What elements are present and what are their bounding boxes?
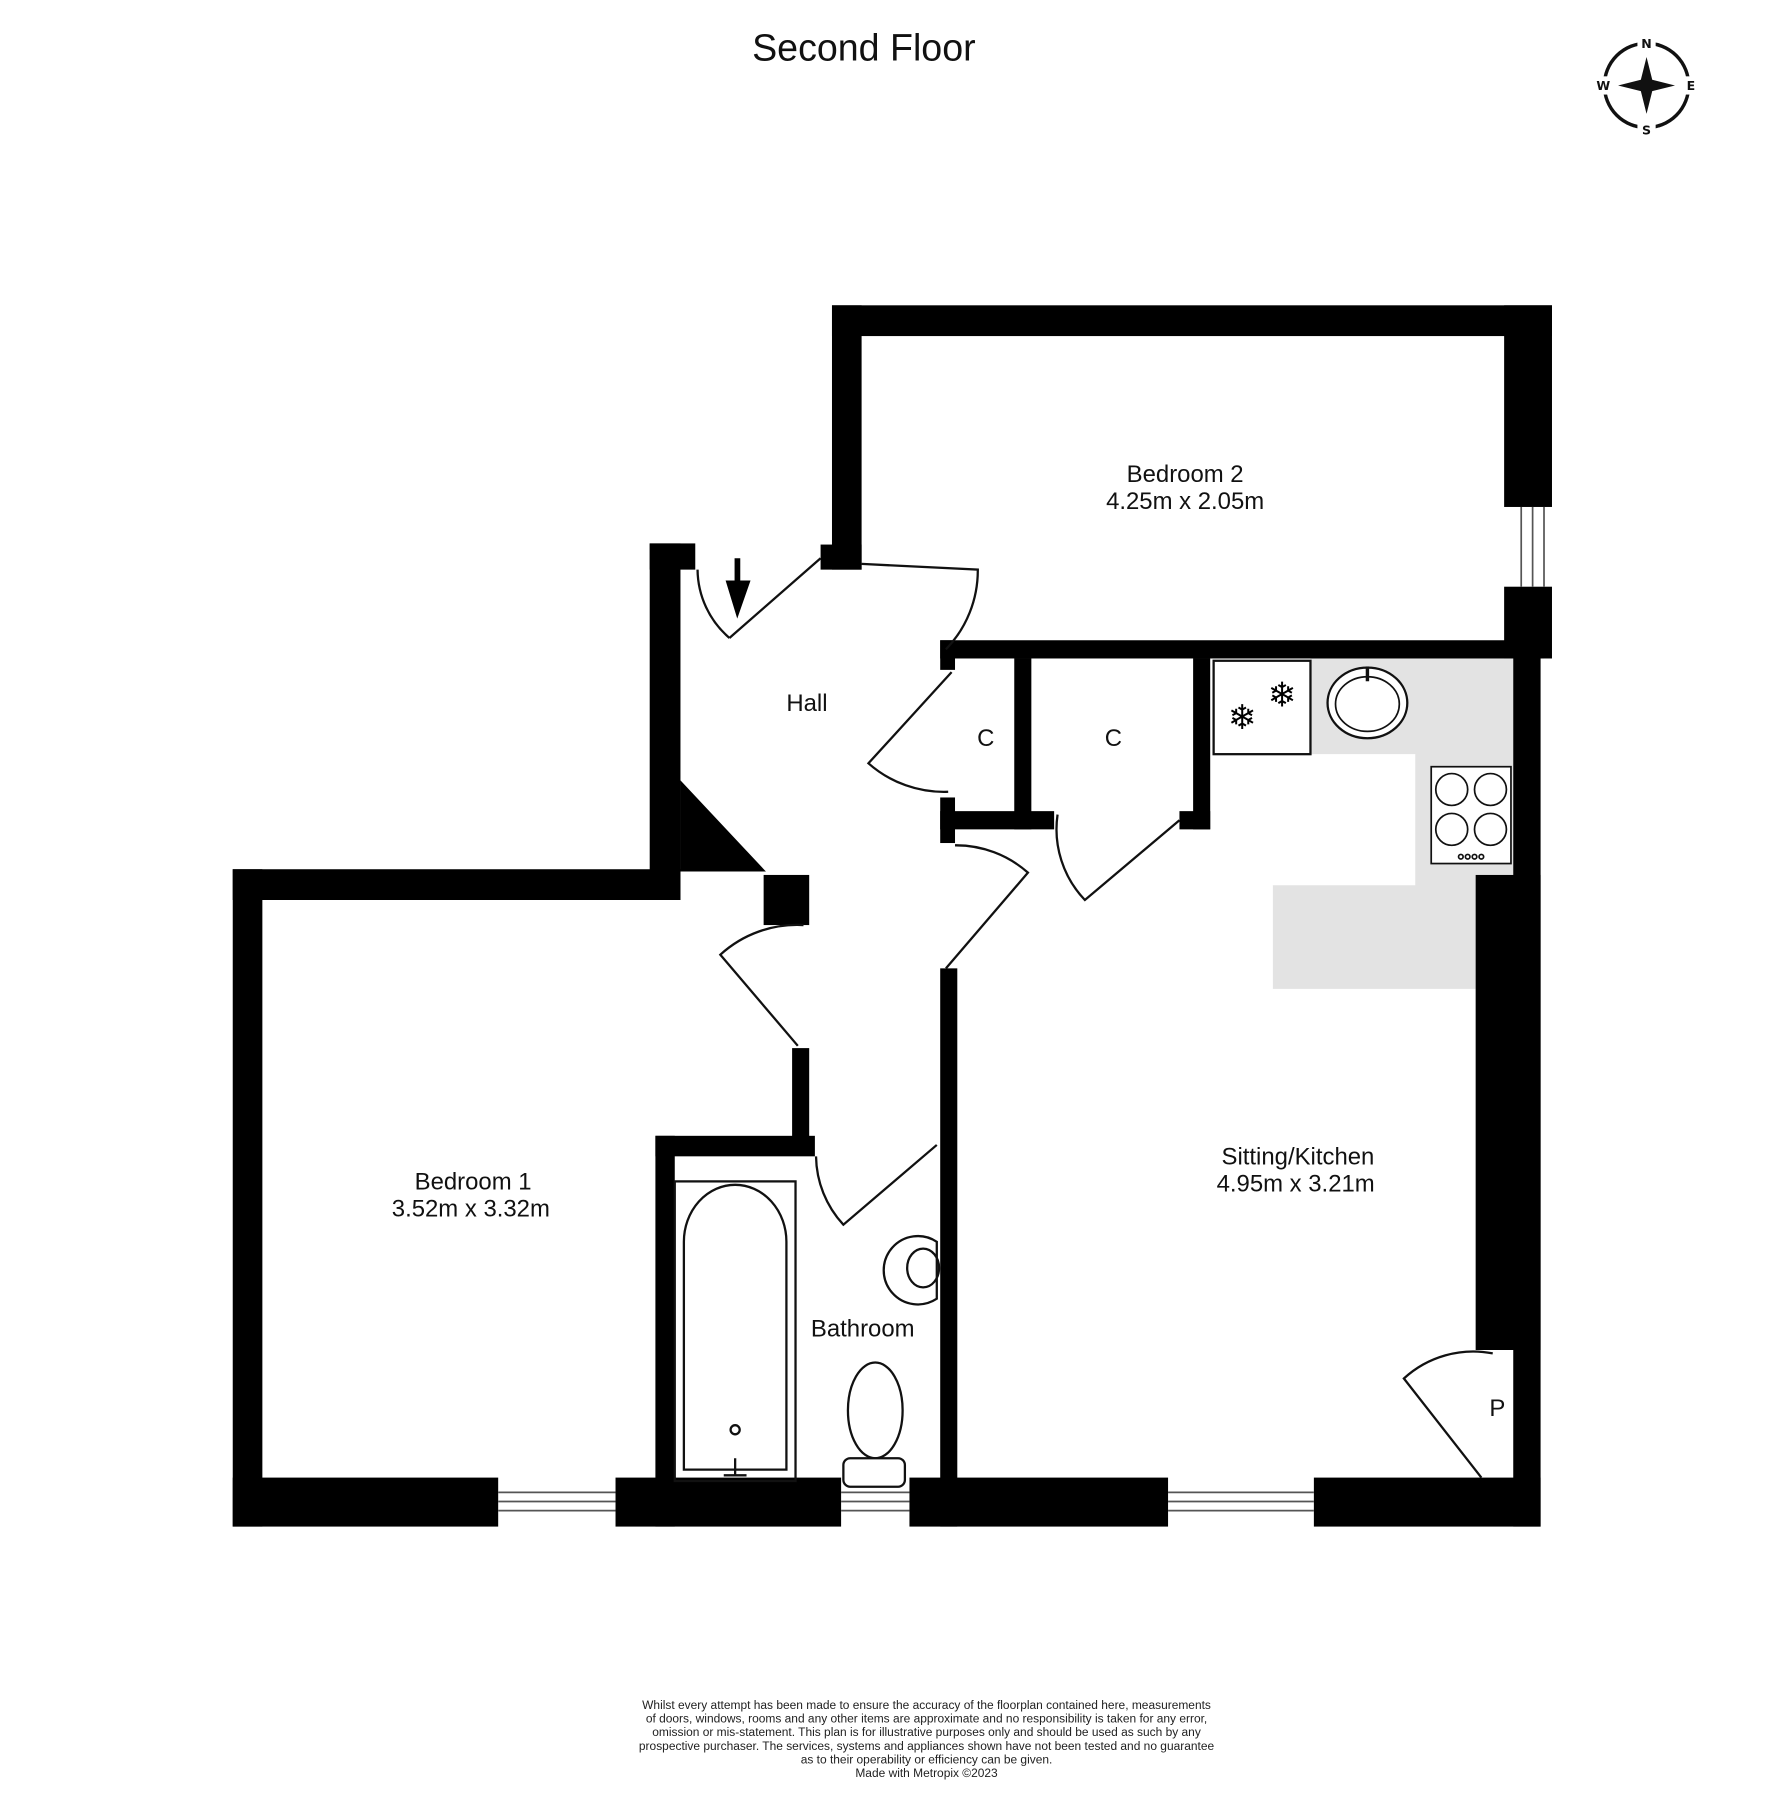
compass-east: E: [1687, 78, 1696, 93]
room-dimensions-bedroom-2: 4.25m x 2.05m: [1106, 488, 1264, 515]
svg-text:❄: ❄: [1228, 698, 1257, 738]
room-name-cupboard-1: C: [977, 725, 994, 752]
room-name-sitting-kitchen: Sitting/Kitchen: [1222, 1143, 1375, 1170]
room-name-pantry: P: [1489, 1395, 1505, 1422]
room-name-bedroom-1: Bedroom 1: [415, 1168, 532, 1195]
compass-icon: N S W E: [1595, 34, 1698, 137]
basin-icon: [882, 1234, 941, 1306]
room-name-bedroom-2: Bedroom 2: [1127, 461, 1244, 488]
room-dimensions-bedroom-1: 3.52m x 3.32m: [392, 1196, 550, 1223]
room-name-cupboard-2: C: [1105, 725, 1122, 752]
disclaimer-line: as to their operability or efficiency ca…: [801, 1753, 1053, 1767]
windows: [498, 506, 1545, 1512]
doors: [696, 557, 1493, 1479]
hob-icon: [1430, 765, 1512, 865]
fridge-freezer-icon: ❄ ❄: [1212, 659, 1312, 756]
kitchen-worktop: [1272, 658, 1514, 989]
floor-title: Second Floor: [752, 26, 976, 68]
kitchen-sink-icon: [1326, 666, 1409, 740]
toilet-icon: [842, 1361, 907, 1488]
disclaimer: Whilst every attempt has been made to en…: [639, 1698, 1215, 1780]
room-name-hall: Hall: [786, 690, 827, 717]
walls: [232, 305, 1552, 1527]
disclaimer-line: of doors, windows, rooms and any other i…: [646, 1712, 1207, 1726]
disclaimer-line: prospective purchaser. The services, sys…: [639, 1739, 1215, 1753]
compass-north: N: [1641, 36, 1651, 51]
disclaimer-line: Whilst every attempt has been made to en…: [642, 1698, 1211, 1712]
disclaimer-credit: Made with Metropix ©2023: [855, 1766, 998, 1780]
bath-icon: [673, 1180, 797, 1483]
disclaimer-line: omission or mis-statement. This plan is …: [652, 1725, 1201, 1739]
entrance-arrow-icon: [725, 558, 751, 619]
svg-text:❄: ❄: [1268, 675, 1297, 715]
room-dimensions-sitting-kitchen: 4.95m x 3.21m: [1217, 1171, 1375, 1198]
compass-south: S: [1642, 122, 1651, 137]
compass-west: W: [1596, 78, 1610, 93]
room-name-bathroom: Bathroom: [811, 1315, 915, 1342]
